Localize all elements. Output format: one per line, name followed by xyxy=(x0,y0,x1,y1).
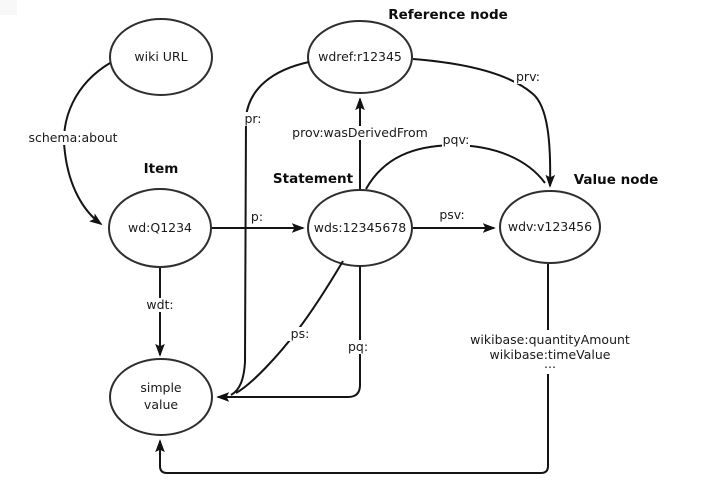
edge-label-pqv: pqv: xyxy=(443,132,470,147)
edge-label-value-property-line2: wikibase:timeValue xyxy=(490,347,611,362)
label-bg-prv xyxy=(514,70,542,84)
edge-label-ps: ps: xyxy=(291,326,310,341)
title-value-node: Value node xyxy=(574,172,659,188)
node-value xyxy=(499,190,601,264)
node-item-label: wd:Q1234 xyxy=(128,220,192,235)
edge-pqv xyxy=(365,143,546,190)
node-statement-label: wds:12345678 xyxy=(314,220,407,235)
node-item xyxy=(108,188,212,268)
edge-label-pq: pq: xyxy=(348,339,368,354)
label-bg-pqv xyxy=(442,133,470,147)
edge-label-prov-was-derived-from: prov:wasDerivedFrom xyxy=(292,125,428,140)
edge-value-properties xyxy=(155,264,549,474)
label-bg-value-properties xyxy=(473,330,627,374)
edge-prv xyxy=(412,58,556,188)
title-reference-node: Reference node xyxy=(388,7,508,23)
title-statement: Statement xyxy=(273,171,354,187)
edge-label-pr: pr: xyxy=(244,111,261,126)
corner-artifact xyxy=(0,0,17,15)
label-bg-schema-about xyxy=(31,131,115,145)
title-item: Item xyxy=(144,161,179,177)
edge-label-p: p: xyxy=(251,209,263,224)
node-value-label: wdv:v123456 xyxy=(508,219,592,234)
label-bg-pr xyxy=(242,112,264,126)
node-wiki-url xyxy=(109,18,213,96)
node-reference-label: wdref:r12345 xyxy=(318,49,402,64)
node-simple-value-label-line2: value xyxy=(144,397,178,412)
label-bg-p xyxy=(249,210,265,224)
node-simple-value-label-line1: simple xyxy=(140,380,182,395)
edge-label-value-property-line1: wikibase:quantityAmount xyxy=(470,332,630,347)
edge-label-prv: prv: xyxy=(516,69,540,84)
node-wiki-url-label: wiki URL xyxy=(134,49,187,64)
edge-pq xyxy=(216,266,361,402)
edge-label-psv: psv: xyxy=(439,207,464,222)
node-reference xyxy=(307,20,413,94)
node-simple-value xyxy=(109,358,213,436)
label-bg-prov xyxy=(299,126,421,140)
edge-label-schema-about: schema:about xyxy=(28,130,117,145)
label-bg-psv xyxy=(437,208,467,222)
label-bg-ps xyxy=(288,327,312,341)
edge-label-wdt: wdt: xyxy=(146,297,173,312)
edge-label-value-property-ellipsis: ... xyxy=(544,356,556,371)
edge-schema-about xyxy=(63,62,111,226)
label-bg-pq xyxy=(346,340,371,354)
label-bg-wdt xyxy=(146,298,174,312)
